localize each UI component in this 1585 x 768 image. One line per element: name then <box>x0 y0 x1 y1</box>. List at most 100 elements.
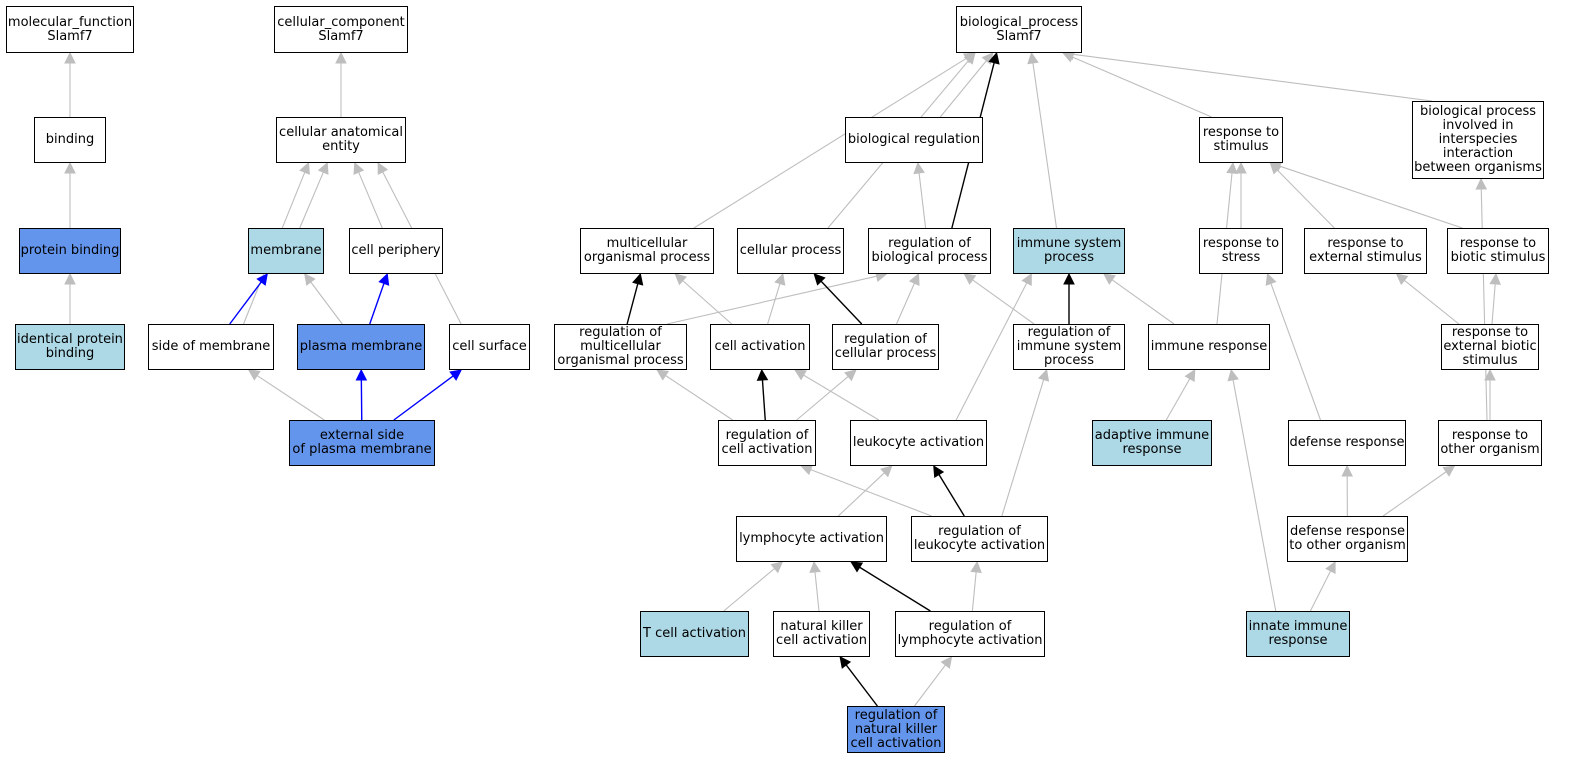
edge-arrowhead <box>844 369 857 382</box>
edge-arrowhead <box>813 273 826 286</box>
edge-leuk-act-to-cell-act <box>794 369 880 421</box>
edge-line <box>665 375 734 421</box>
edge-arrowhead <box>1265 272 1277 286</box>
edge-resp-other-org-to-resp-ext-biotic <box>1484 368 1496 420</box>
edge-line <box>1491 283 1496 325</box>
edge-cell-periphery-to-cae <box>353 161 383 229</box>
node-label-line: response to <box>1451 325 1529 340</box>
edge-defense-resp-to-resp-stress <box>1265 272 1322 421</box>
edge-adaptive-imm-to-imm-resp <box>1165 369 1196 421</box>
edge-arrowhead <box>1063 272 1075 285</box>
edge-arrowhead <box>632 272 644 286</box>
node-label-line: multicellular <box>580 339 661 354</box>
edge-resp-other-org-to-bp-interspecies <box>1475 177 1488 421</box>
node-label-line: to other organism <box>1289 538 1406 553</box>
edge-arrowhead <box>317 161 329 175</box>
edge-arrowhead <box>1475 177 1488 190</box>
edge-arrowhead <box>1235 161 1247 174</box>
edge-plasma-membrane-to-membrane <box>304 273 343 325</box>
edge-line <box>1279 165 1463 229</box>
node-label-line: defense response <box>1289 435 1405 450</box>
edge-line <box>803 374 880 421</box>
edge-reg-cell-act-to-reg-multi-proc <box>656 369 734 421</box>
edge-line <box>393 375 454 421</box>
edge-ext-side-pm-to-plasma-membrane <box>355 368 368 421</box>
edge-reg-imm-sys-proc-to-imm-sys-proc <box>1063 272 1075 324</box>
edge-reg-multi-proc-to-multi-proc <box>626 272 644 325</box>
node-label-line: external side <box>319 428 405 443</box>
node-defense-resp: defense response <box>1288 420 1406 466</box>
node-label-line: regulation of <box>854 707 938 723</box>
edge-line <box>1001 379 1045 517</box>
node-label-line: binding <box>45 132 95 147</box>
edge-arrowhead <box>988 51 1000 65</box>
edge-cell-act-to-multi-proc <box>674 273 733 325</box>
node-label-line: adaptive immune <box>1094 428 1210 443</box>
edge-arrowhead <box>1184 369 1196 382</box>
node-label-line: regulation of <box>928 619 1012 634</box>
edge-resp-ext-biotic-to-resp-ext-stim <box>1395 273 1460 325</box>
node-cell-surface: cell surface <box>449 324 530 370</box>
edge-line <box>229 281 262 325</box>
edge-defense-other-org-to-resp-other-org <box>1382 465 1456 517</box>
node-label-line: immune system <box>1016 339 1122 354</box>
edge-arrowhead <box>378 272 390 286</box>
edge-line <box>837 472 885 517</box>
node-label-line: process <box>1044 353 1094 368</box>
node-label-line: T cell activation <box>643 626 746 641</box>
edge-innate-imm-to-imm-resp <box>1227 368 1277 612</box>
edge-cae-to-cc <box>335 51 347 117</box>
node-label-line: biotic stimulus <box>1450 250 1546 265</box>
edge-arrowhead <box>1489 272 1501 285</box>
edge-line <box>626 283 639 325</box>
edge-line <box>845 664 878 707</box>
node-label-line: cellular process <box>739 243 842 258</box>
edge-reg-lymph-act-to-reg-leuk-act <box>970 560 982 612</box>
edge-reg-leuk-act-to-reg-imm-sys-proc <box>1001 368 1050 517</box>
node-label-line: molecular_function <box>7 14 133 30</box>
node-label-line: external biotic <box>1443 339 1537 354</box>
edge-arrowhead <box>913 161 925 175</box>
edge-arrowhead <box>850 561 864 573</box>
node-label-line: response to <box>1459 236 1537 251</box>
edge-reg-imm-sys-proc-to-reg-bio-proc <box>963 273 1035 325</box>
edge-arrowhead <box>880 465 893 478</box>
edge-arrowhead <box>794 369 807 381</box>
edge-line <box>666 275 877 325</box>
edge-arrowhead <box>1103 273 1116 285</box>
edge-plasma-membrane-to-cell-periphery <box>369 272 390 325</box>
edge-binding-to-mf <box>64 51 76 117</box>
edge-line <box>1232 379 1277 612</box>
node-label-line: membrane <box>250 243 322 258</box>
node-label-line: defense response <box>1289 524 1405 539</box>
edge-tcell-act-to-lymph-act <box>723 561 784 612</box>
edge-arrowhead <box>774 272 786 286</box>
node-label-line: biological process <box>1419 104 1537 119</box>
node-label-line: regulation of <box>725 428 809 443</box>
node-cell-proc: cellular process <box>737 228 844 274</box>
edge-line <box>310 281 343 325</box>
node-label-line: cellular process <box>834 346 937 361</box>
edge-arrowhead <box>64 51 76 64</box>
node-label-line: Slamf7 <box>996 28 1042 44</box>
edge-arrowhead <box>970 560 982 574</box>
edge-resp-ext-biotic-to-resp-biotic-stim <box>1489 272 1501 325</box>
edge-leuk-act-to-imm-sys-proc <box>955 273 1032 421</box>
node-label-line: regulation of <box>1027 325 1111 340</box>
edge-identical-protein-binding-to-protein-binding <box>64 272 76 324</box>
node-label-line: lymphocyte activation <box>739 531 884 546</box>
edge-arrowhead <box>64 161 76 174</box>
edge-line <box>1382 471 1447 517</box>
node-protein-binding: protein binding <box>19 228 121 274</box>
edge-lymph-act-to-leuk-act <box>837 465 893 517</box>
edge-reg-cell-proc-to-reg-bio-proc <box>895 272 920 325</box>
edge-arrowhead <box>839 656 852 669</box>
